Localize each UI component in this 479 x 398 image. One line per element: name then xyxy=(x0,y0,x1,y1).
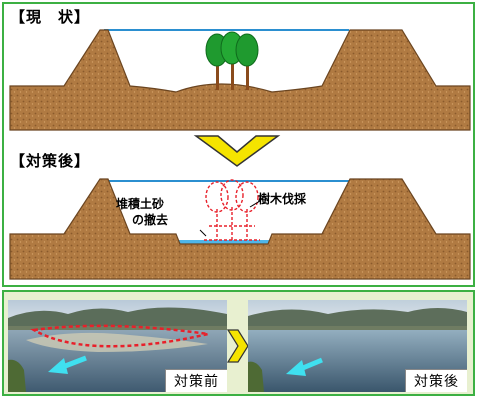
after-soil-profile xyxy=(9,178,471,280)
sediment-leader-line xyxy=(199,229,207,237)
current-state-heading: 【現 状】 xyxy=(10,8,91,26)
after-state-heading: 【対策後】 xyxy=(10,152,91,170)
before-caption: 対策前 xyxy=(165,369,227,392)
tree-felling-label: 樹木伐採 xyxy=(258,192,307,206)
sediment-removal-label-line2: の撤去 xyxy=(132,213,169,227)
chevron-right-icon xyxy=(226,329,249,363)
tree-leader-line xyxy=(249,200,261,208)
after-state-section xyxy=(9,178,471,280)
left-arrow-icon xyxy=(48,355,87,374)
after-photo: 対策後 xyxy=(248,300,467,392)
sediment-removal-label-line1: 堆積土砂 xyxy=(116,197,165,211)
removed-trees-outline xyxy=(204,179,260,241)
diagram-panel: 【現 状】 【対策後】 堆積土砂 の撤去 樹木伐採 xyxy=(2,2,475,287)
current-state-section xyxy=(9,29,471,131)
sediment-area-outline xyxy=(30,324,209,348)
transition-chevron-icon xyxy=(193,135,281,167)
current-soil-profile xyxy=(9,29,471,131)
tree-group xyxy=(205,31,259,90)
after-caption: 対策後 xyxy=(405,369,467,392)
after-photo-image xyxy=(248,300,467,392)
flow-left-arrow-icon xyxy=(286,357,323,376)
before-photo: 対策前 xyxy=(8,300,227,392)
photo-panel: 対策前 対策後 xyxy=(2,290,475,396)
after-channel-water xyxy=(176,240,272,244)
cross-section-diagram xyxy=(9,29,471,280)
